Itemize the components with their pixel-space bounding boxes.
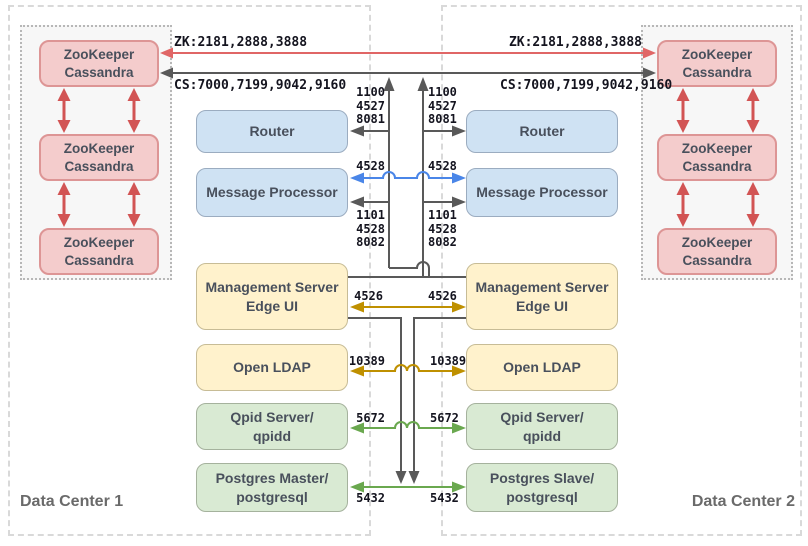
node-label: Cassandra: [682, 64, 752, 80]
node-label: ZooKeeper: [681, 46, 753, 62]
cluster-replication-arrows-dc1: [57, 88, 141, 227]
mp-ports-label-right: 1101 4528 8082: [428, 208, 457, 249]
node-label: Cassandra: [64, 252, 134, 268]
message-processor-node-dc1: Message Processor: [196, 168, 348, 217]
management-server-node-dc2: Management Server Edge UI: [466, 263, 618, 330]
node-label: postgresql: [506, 488, 578, 505]
zookeeper-cassandra-node: ZooKeeper Cassandra: [657, 40, 777, 87]
qpid-server-node-dc1: Qpid Server/ qpidd: [196, 403, 348, 450]
zookeeper-cassandra-node: ZooKeeper Cassandra: [657, 228, 777, 275]
router-ports-label-right: 1100 4527 8081: [428, 85, 457, 126]
zk-link-arrow: [160, 47, 656, 59]
postgres-slave-node-dc2: Postgres Slave/ postgresql: [466, 463, 618, 512]
message-processor-node-dc2: Message Processor: [466, 168, 618, 217]
zookeeper-cassandra-node: ZooKeeper Cassandra: [657, 134, 777, 181]
ldap-port-label-left: 10389: [348, 354, 385, 368]
cs-ports-label-left: CS:7000,7199,9042,9160: [174, 78, 347, 93]
zookeeper-cassandra-node: ZooKeeper Cassandra: [39, 134, 159, 181]
node-label: Cassandra: [64, 158, 134, 174]
node-label: Router: [249, 123, 295, 140]
node-label: Qpid Server/: [500, 409, 584, 426]
downlink-lines: [348, 317, 466, 484]
node-label: Postgres Slave/: [489, 470, 595, 487]
management-server-link: [350, 301, 466, 313]
cs-ports-label-right: CS:7000,7199,9042,9160: [500, 78, 673, 93]
open-ldap-link: [350, 364, 466, 377]
qpid-port-label-left: 5672: [356, 411, 385, 425]
node-label: ZooKeeper: [681, 140, 753, 156]
node-label: qpidd: [522, 427, 562, 444]
node-label: Management Server: [205, 279, 339, 296]
ldap-port-label-right: 10389: [430, 354, 467, 368]
uplink-lines: [348, 77, 466, 278]
open-ldap-node-dc1: Open LDAP: [196, 344, 348, 391]
datacenter1-boundary: [8, 5, 371, 536]
qpid-server-node-dc2: Qpid Server/ qpidd: [466, 403, 618, 450]
message-processor-in-arrows: [350, 196, 466, 208]
router-link-arrows: [350, 125, 466, 137]
node-label: ZooKeeper: [63, 140, 135, 156]
cs-link-arrow: [160, 67, 656, 79]
router-ports-label-left: 1100 4527 8081: [356, 85, 385, 126]
management-port-label-right: 4526: [428, 289, 457, 303]
node-label: Router: [519, 123, 565, 140]
mp-peer-port-label-right: 4528: [428, 159, 457, 173]
datacenter2-boundary: [441, 5, 802, 536]
zookeeper-cassandra-node: ZooKeeper Cassandra: [39, 40, 159, 87]
node-label: qpidd: [252, 427, 292, 444]
postgres-master-node-dc1: Postgres Master/ postgresql: [196, 463, 348, 512]
node-label: Message Processor: [206, 184, 338, 201]
node-label: Postgres Master/: [215, 470, 329, 487]
postgres-link: [350, 481, 466, 493]
node-label: Edge UI: [245, 297, 299, 314]
node-label: ZooKeeper: [681, 234, 753, 250]
qpid-port-label-right: 5672: [430, 411, 459, 425]
node-label: Message Processor: [476, 184, 608, 201]
node-label: Qpid Server/: [230, 409, 314, 426]
node-label: ZooKeeper: [63, 46, 135, 62]
node-label: Open LDAP: [503, 359, 581, 376]
message-processor-peer-link: [350, 171, 466, 184]
zookeeper-cassandra-node: ZooKeeper Cassandra: [39, 228, 159, 275]
cluster-replication-arrows-dc2: [676, 88, 760, 227]
postgres-port-label-right: 5432: [430, 491, 459, 505]
router-node-dc2: Router: [466, 110, 618, 153]
node-label: Cassandra: [682, 158, 752, 174]
zk-ports-label-right: ZK:2181,2888,3888: [508, 35, 642, 50]
node-label: Open LDAP: [233, 359, 311, 376]
postgres-port-label-left: 5432: [356, 491, 385, 505]
qpid-link: [350, 421, 466, 434]
node-label: ZooKeeper: [63, 234, 135, 250]
datacenter2-label: Data Center 2: [691, 493, 795, 510]
datacenter1-label: Data Center 1: [20, 493, 124, 510]
open-ldap-node-dc2: Open LDAP: [466, 344, 618, 391]
node-label: Cassandra: [64, 64, 134, 80]
management-server-node-dc1: Management Server Edge UI: [196, 263, 348, 330]
node-label: Cassandra: [682, 252, 752, 268]
management-port-label-left: 4526: [354, 289, 383, 303]
zk-ports-label-left: ZK:2181,2888,3888: [174, 35, 308, 50]
mp-ports-label-left: 1101 4528 8082: [356, 208, 385, 249]
mp-peer-port-label-left: 4528: [356, 159, 385, 173]
node-label: Management Server: [475, 279, 609, 296]
node-label: postgresql: [236, 488, 308, 505]
router-node-dc1: Router: [196, 110, 348, 153]
node-label: Edge UI: [515, 297, 569, 314]
